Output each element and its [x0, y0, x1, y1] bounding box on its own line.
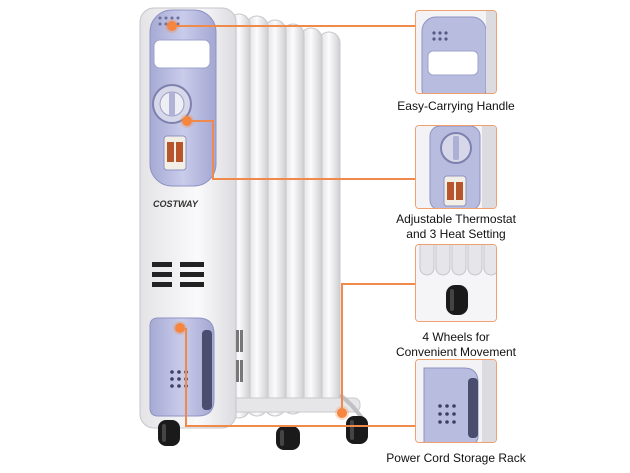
cord-leader-2	[185, 425, 415, 427]
thermostat-caption: Adjustable Thermostat and 3 Heat Setting	[396, 212, 516, 241]
wheel-leader	[341, 283, 343, 409]
wheel-leader-2	[341, 283, 415, 285]
thermostat-indicator	[182, 116, 192, 126]
wheels-caption: 4 Wheels for Convenient Movement	[395, 330, 517, 359]
thermostat-leader-2	[212, 120, 214, 178]
cord-leader	[185, 328, 187, 426]
radiator-fins	[227, 13, 341, 419]
handle-leader	[177, 25, 415, 27]
wheel-indicator	[337, 408, 347, 418]
wheels-callout	[415, 244, 497, 322]
cord-caption: Power Cord Storage Rack	[386, 451, 526, 465]
thermostat-callout	[415, 125, 497, 209]
thermostat-leader-3	[212, 178, 415, 180]
handle-indicator	[167, 21, 177, 31]
cord-rack-indicator	[175, 323, 185, 333]
thermostat-leader	[192, 120, 212, 122]
brand-logo: COSTWAY	[153, 199, 199, 209]
cord-callout	[415, 359, 497, 443]
handle-callout	[415, 10, 497, 94]
handle-caption: Easy-Carrying Handle	[397, 99, 515, 113]
